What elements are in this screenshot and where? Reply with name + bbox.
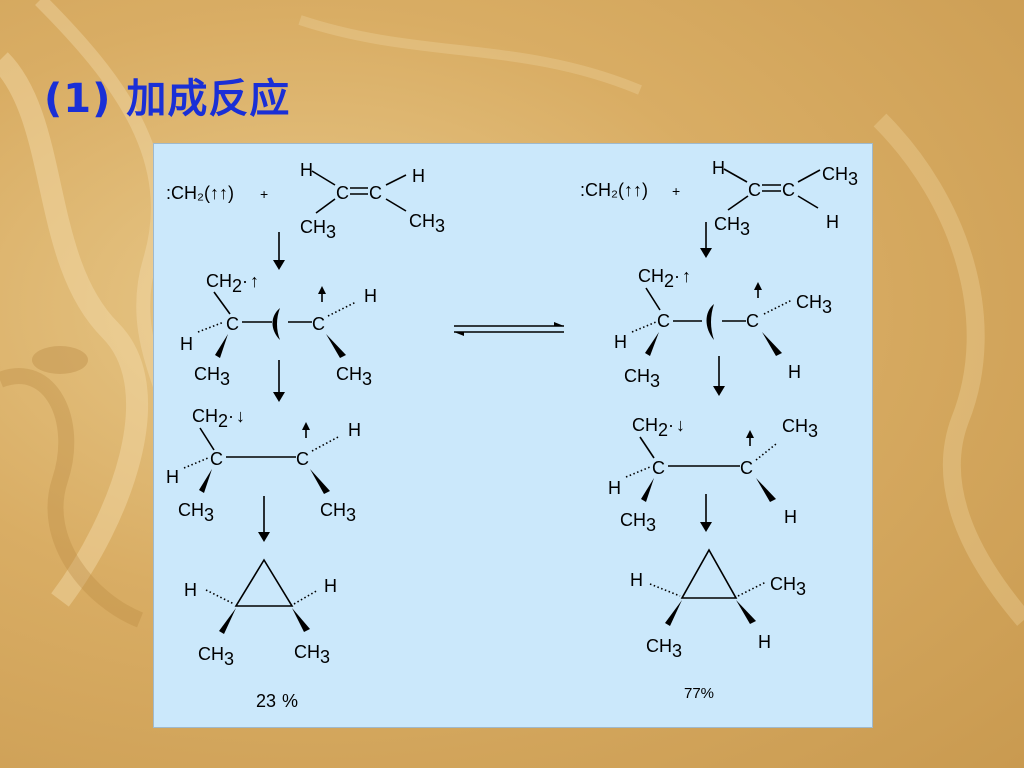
svg-text:C: C [782,180,795,200]
svg-text:H: H [788,362,801,382]
svg-text:H: H [758,632,771,652]
svg-text:H: H [300,160,313,180]
left-yield: 23% [256,691,298,711]
svg-text:CH3: CH3 [294,642,330,667]
svg-text:C: C [296,449,309,469]
left-spin-inverted-intermediate: CH2·↓ C C H CH3 H CH3 [166,406,361,525]
right-trans-butene: H C C CH3 CH3 H [712,158,858,239]
right-plus-sign: + [672,183,680,199]
svg-text:CH2·↓: CH2·↓ [632,415,685,440]
svg-text:CH3: CH3 [646,636,682,661]
equilibrium-arrows [454,322,564,336]
left-arrow-1-head [273,260,285,270]
left-arrow-2-head [273,392,285,402]
svg-text:CH3: CH3 [320,500,356,525]
left-plus-sign: + [260,186,268,202]
svg-text:CH3: CH3 [409,211,445,236]
svg-text:CH3: CH3 [822,164,858,189]
svg-text:H: H [608,478,621,498]
right-trans-cyclopropane-product: H CH3 CH3 H [630,548,806,661]
left-triplet-intermediate: CH2·↑ C C H CH3 H CH3 [180,271,377,389]
left-pathway: :CH₂(↑↑) + H H C C CH3 CH3 CH2·↑ C [166,160,445,711]
left-cis-cyclopropane-product: H H CH3 CH3 [184,558,337,669]
svg-text:H: H [348,420,361,440]
slide-title: (1) 加成反应 [44,76,291,122]
svg-text:H: H [180,334,193,354]
svg-text:CH3: CH3 [300,217,336,242]
svg-text:H: H [712,158,725,178]
left-reagent-carbene: :CH₂(↑↑) [166,183,234,203]
right-reagent-carbene: :CH₂(↑↑) [580,180,648,200]
svg-text:CH2·↓: CH2·↓ [192,406,245,431]
svg-text:CH3: CH3 [624,366,660,391]
svg-text:CH3: CH3 [178,500,214,525]
right-arrow-3-head [700,522,712,532]
svg-text:H: H [166,467,179,487]
reaction-diagram: :CH₂(↑↑) + H H C C CH3 CH3 CH2·↑ C [166,158,858,711]
right-triplet-intermediate: CH2·↑ C C H CH3 CH3 H [614,266,832,391]
svg-text:CH3: CH3 [782,416,818,441]
right-pathway: :CH₂(↑↑) + H C C CH3 CH3 H CH2·↑ C C [580,158,858,702]
svg-text:H: H [826,212,839,232]
svg-text:C: C [652,458,665,478]
svg-text:C: C [740,458,753,478]
svg-text::CH₂(↑↑): :CH₂(↑↑) [580,180,648,200]
right-yield: 77% [684,685,714,702]
left-cis-butene: H H C C CH3 CH3 [300,160,445,242]
reaction-diagram-panel: :CH₂(↑↑) + H H C C CH3 CH3 CH2·↑ C [153,143,873,728]
svg-text:H: H [784,507,797,527]
svg-text:H: H [364,286,377,306]
svg-text:CH3: CH3 [620,510,656,535]
right-arrow-1-head [700,248,712,258]
svg-text:CH3: CH3 [194,364,230,389]
svg-text:C: C [369,183,382,203]
svg-text:C: C [746,311,759,331]
svg-text:CH2·↑: CH2·↑ [206,271,259,296]
svg-text:C: C [748,180,761,200]
svg-text:H: H [184,580,197,600]
svg-text:CH3: CH3 [770,574,806,599]
svg-text:CH3: CH3 [198,644,234,669]
right-spin-inverted-intermediate: CH2·↓ C C H CH3 CH3 H [608,415,818,535]
svg-text:C: C [312,314,325,334]
svg-text:H: H [412,166,425,186]
left-arrow-3-head [258,532,270,542]
svg-text:CH3: CH3 [336,364,372,389]
svg-text::CH₂(↑↑): :CH₂(↑↑) [166,183,234,203]
svg-text:H: H [614,332,627,352]
svg-text:C: C [336,183,349,203]
svg-text:C: C [226,314,239,334]
svg-text:H: H [630,570,643,590]
svg-text:H: H [324,576,337,596]
svg-text:CH3: CH3 [796,292,832,317]
svg-text:C: C [210,449,223,469]
svg-text:CH2·↑: CH2·↑ [638,266,691,291]
svg-text:CH3: CH3 [714,214,750,239]
svg-text:C: C [657,311,670,331]
right-arrow-2-head [713,386,725,396]
